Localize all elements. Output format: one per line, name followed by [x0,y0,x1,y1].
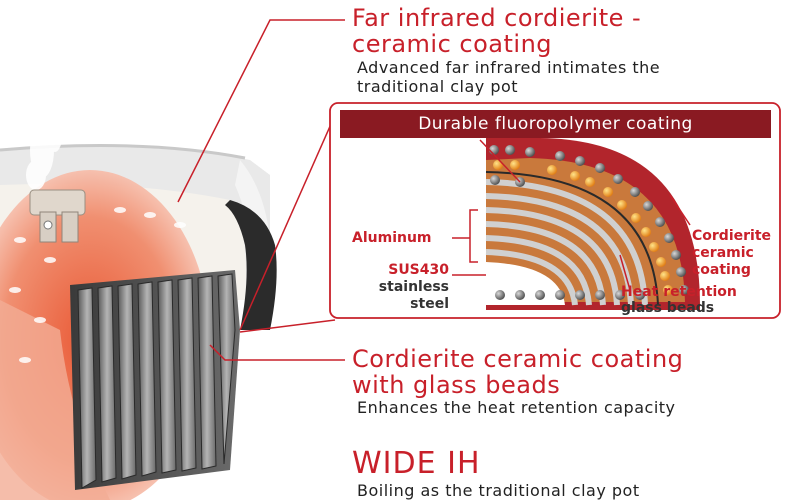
label-cordierite-line1: Cordierite [692,228,772,244]
callout-top-title-line1: Far infrared cordierite - [352,4,642,32]
ih-ribs [70,270,240,490]
callout-middle-title-line1: Cordierite ceramic coating [352,345,684,373]
inset-cross-section [452,138,700,310]
label-cordierite-line2: ceramic [692,245,754,261]
callout-middle-desc: Enhances the heat retention capacity [357,398,676,417]
callout-middle-title-line2: with glass beads [352,371,561,399]
label-glass-beads-line2: glass beads [621,300,715,316]
callout-top-title-line2: ceramic coating [352,30,553,58]
label-sus430-line2: stainless [378,279,449,295]
callout-bottom-title: WIDE IH [352,446,481,481]
label-sus430-line1: SUS430 [388,262,449,278]
label-cordierite-line3: coating [692,262,751,278]
leader-lines [177,19,345,361]
callout-top-desc-line2: traditional clay pot [357,77,519,96]
label-aluminum: Aluminum [352,230,432,246]
label-sus430-line3: steel [410,296,449,312]
label-glass-beads-line1: Heat retention [621,284,737,300]
inner-wall-coating [225,200,277,330]
callout-bottom-desc: Boiling as the traditional clay pot [357,481,640,500]
steam-wisps [26,108,63,190]
callout-top-desc-line1: Advanced far infrared intimates the [357,58,661,77]
inset-banner-fluoropolymer: Durable fluoropolymer coating [340,110,771,138]
steam-valve [29,189,86,243]
